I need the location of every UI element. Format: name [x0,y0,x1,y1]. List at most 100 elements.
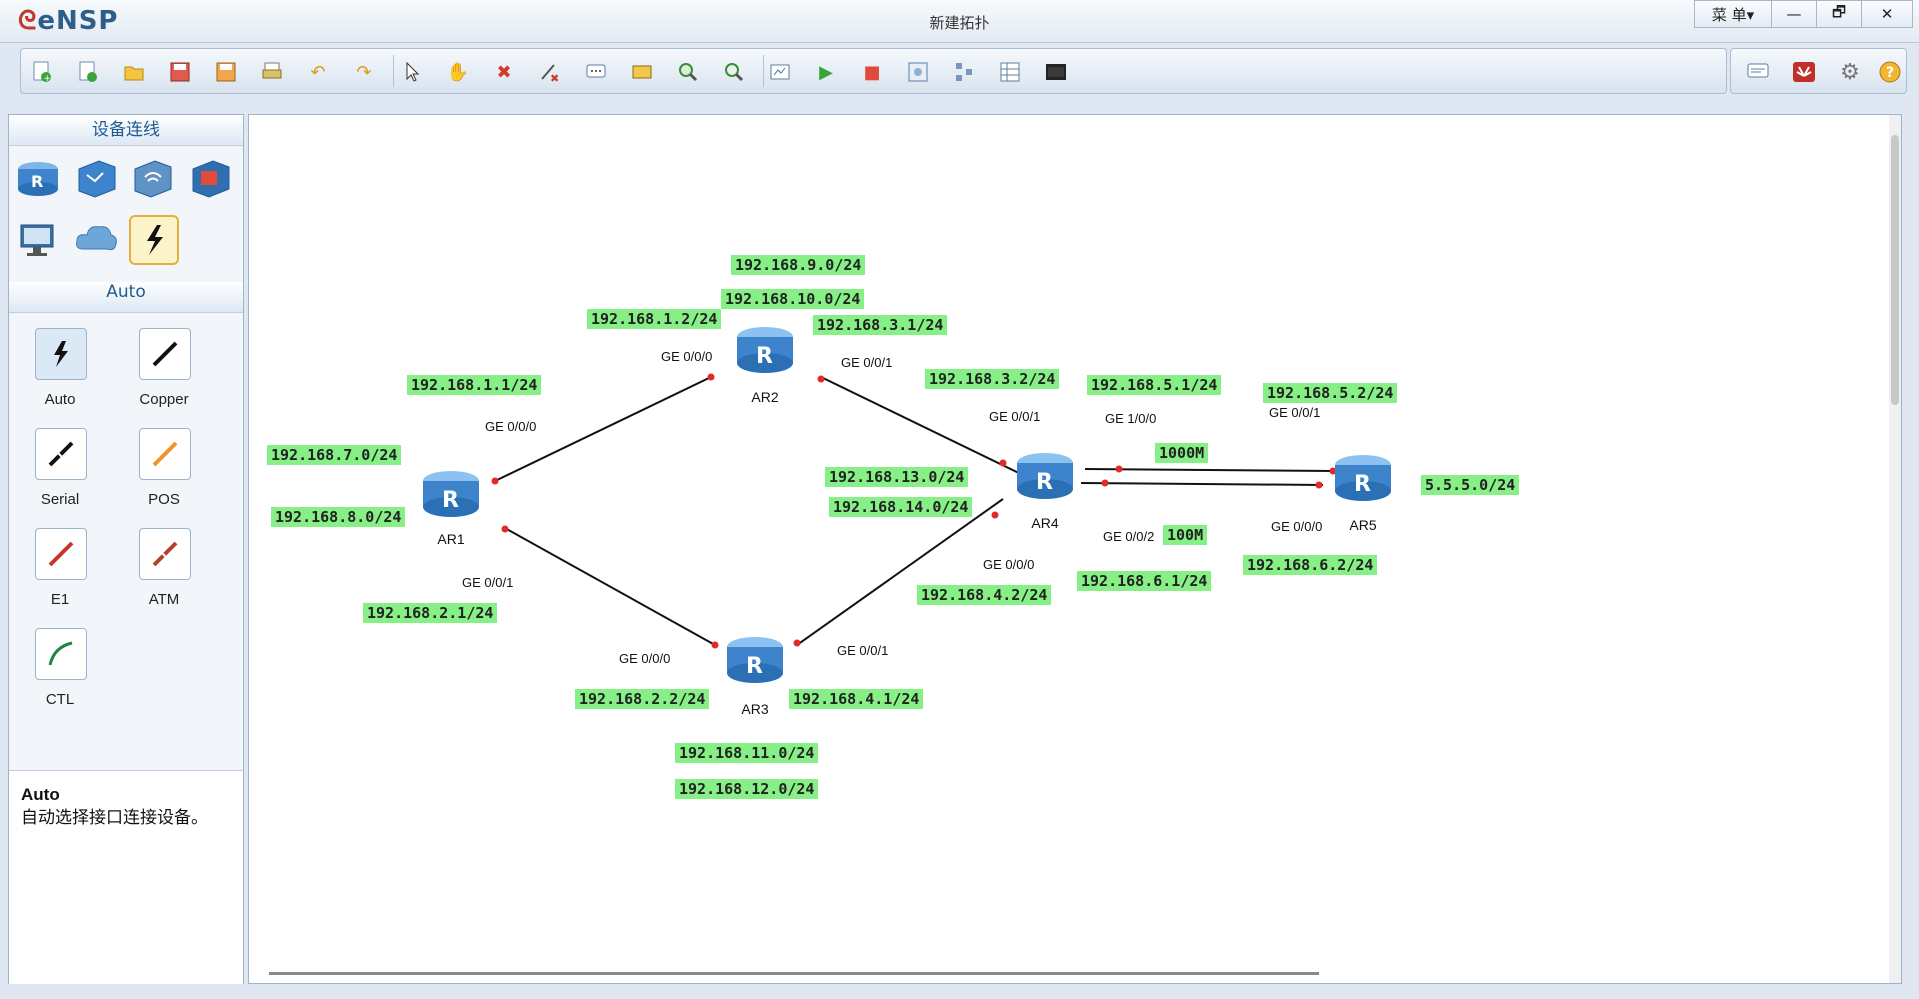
ip-label[interactable]: 192.168.5.2/24 [1263,383,1398,403]
ip-label[interactable]: 192.168.2.1/24 [363,603,498,623]
router-icon: R [423,471,479,517]
huawei-logo-icon[interactable] [1791,59,1817,85]
port-label: GE 0/0/1 [462,575,514,590]
grid-icon[interactable] [997,59,1023,85]
delete-link-icon[interactable]: ✖ [537,59,563,85]
router-ar4[interactable]: R [1015,449,1075,509]
router-ar5[interactable]: R [1333,451,1393,511]
router-icon: R [727,637,783,683]
ip-label[interactable]: 192.168.6.1/24 [1077,571,1212,591]
description-box: Auto 自动选择接口连接设备。 [9,770,243,984]
e1-link-icon[interactable] [35,528,87,580]
description-title: Auto [21,785,60,804]
status-bar [0,987,1919,999]
firewall-icon[interactable] [187,155,233,201]
ip-label[interactable]: 192.168.5.1/24 [1087,375,1222,395]
link-ar4-ar5-1000m[interactable] [1084,468,1336,472]
start-icon[interactable]: ▶ [819,61,833,83]
link-ar1-ar2[interactable] [494,376,712,482]
capture-icon[interactable] [905,59,931,85]
rectangle-icon[interactable] [629,59,655,85]
link-ar3-ar4[interactable] [796,498,1004,646]
svg-text:?: ? [1886,65,1894,81]
ip-label[interactable]: 192.168.13.0/24 [825,467,969,487]
print-icon[interactable] [259,59,285,85]
save-as-icon[interactable] [213,59,239,85]
link-label-copper: Copper [139,391,189,408]
fit-icon[interactable] [767,59,793,85]
vertical-scrollbar[interactable] [1889,115,1901,983]
new-lab-icon[interactable] [75,59,101,85]
pos-link-icon[interactable] [139,428,191,480]
help-icon[interactable]: ? [1877,59,1903,85]
link-ar2-ar4[interactable] [820,376,1024,476]
ctl-link-icon[interactable] [35,628,87,680]
ip-label[interactable]: 192.168.3.2/24 [925,369,1060,389]
link-ar4-ar5-100m[interactable] [1080,482,1324,486]
select-icon[interactable] [399,59,425,85]
description-text: 自动选择接口连接设备。 [21,808,208,828]
ip-label[interactable]: 192.168.1.1/24 [407,375,542,395]
port-label: GE 0/0/1 [1269,405,1321,420]
wlan-icon[interactable] [129,155,175,201]
ip-label[interactable]: 192.168.12.0/24 [675,779,819,799]
cli-icon[interactable] [1043,59,1069,85]
delete-icon[interactable]: ✖ [496,61,512,83]
link-icon[interactable] [129,215,179,265]
ip-label[interactable]: 192.168.8.0/24 [271,507,406,527]
serial-link-icon[interactable] [35,428,87,480]
ip-label[interactable]: 192.168.2.2/24 [575,689,710,709]
router-ar3[interactable]: R [725,633,785,693]
ip-label[interactable]: 192.168.11.0/24 [675,743,819,763]
router-icon[interactable]: R [15,155,61,201]
ip-label[interactable]: 192.168.9.0/24 [731,255,866,275]
ip-label[interactable]: 192.168.4.1/24 [789,689,924,709]
horizontal-scrollbar[interactable] [269,972,1319,975]
ip-label[interactable]: 192.168.1.2/24 [587,309,722,329]
ip-label[interactable]: 192.168.6.2/24 [1243,555,1378,575]
ip-label[interactable]: 192.168.3.1/24 [813,315,948,335]
bandwidth-label-1000m[interactable]: 1000M [1155,443,1209,463]
zoom-out-icon[interactable] [721,59,747,85]
router-ar2[interactable]: R [735,323,795,383]
links-header: Auto [9,282,243,313]
switch-icon[interactable] [73,155,119,201]
port-label: GE 0/0/0 [983,557,1035,572]
chat-icon[interactable] [1745,59,1771,85]
ip-label[interactable]: 192.168.7.0/24 [267,445,402,465]
open-icon[interactable] [121,59,147,85]
ip-label[interactable]: 5.5.5.0/24 [1421,475,1520,495]
link-label-atm: ATM [148,591,180,608]
router-ar1[interactable]: R [421,467,481,527]
ip-label[interactable]: 192.168.10.0/24 [721,289,865,309]
port-label: GE 0/0/1 [841,355,893,370]
auto-link-icon[interactable] [35,328,87,380]
router-icon: R [1017,453,1073,499]
new-topology-icon[interactable]: + [29,59,55,85]
copper-link-icon[interactable] [139,328,191,380]
pan-hand-icon[interactable]: ✋ [446,61,470,83]
redo-icon[interactable]: ↷ [356,61,372,83]
minimize-button[interactable]: — [1771,0,1817,28]
atm-link-icon[interactable] [139,528,191,580]
link-ar1-ar3[interactable] [502,526,716,646]
text-icon[interactable] [583,59,609,85]
ip-label[interactable]: 192.168.4.2/24 [917,585,1052,605]
settings-icon[interactable]: ⚙ [1840,59,1860,85]
link-label-pos: POS [148,491,180,508]
undo-icon[interactable]: ↶ [310,61,326,83]
save-icon[interactable] [167,59,193,85]
bandwidth-label-100m[interactable]: 100M [1163,525,1208,545]
cloud-icon[interactable] [73,217,119,263]
topology-icon[interactable] [951,59,977,85]
menu-button[interactable]: 菜 单▾ [1694,0,1772,28]
scrollbar-thumb[interactable] [1891,135,1899,405]
router-label-ar2: AR2 [751,389,779,405]
ip-label[interactable]: 192.168.14.0/24 [829,497,973,517]
pc-icon[interactable] [15,217,61,263]
restore-button[interactable]: 🗗 [1816,0,1862,28]
topology-canvas[interactable]: R AR1 R AR2 R AR3 R AR4 R AR5 192.168.9.… [248,114,1902,984]
stop-icon[interactable]: ■ [863,61,881,83]
close-button[interactable]: ✕ [1861,0,1913,28]
zoom-in-icon[interactable] [675,59,701,85]
